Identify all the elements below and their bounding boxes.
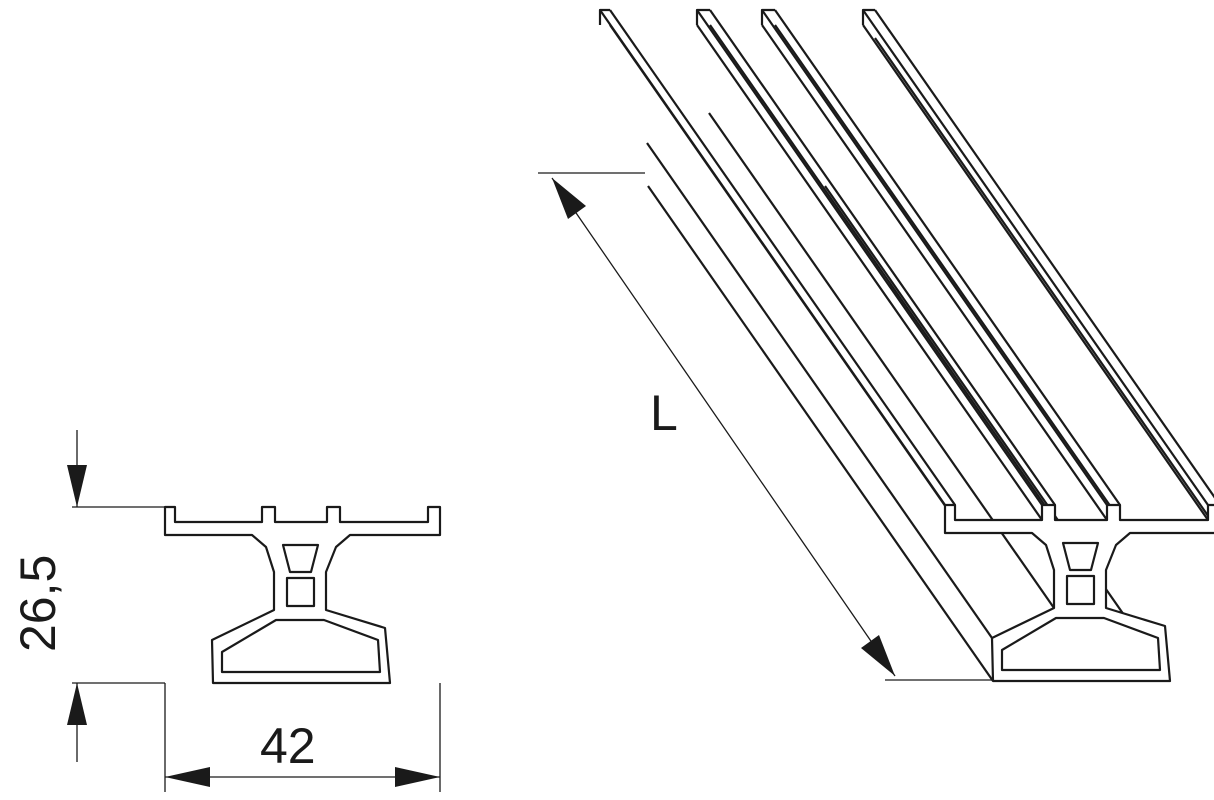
- extrusion-edge: [774, 24, 1121, 521]
- height-label: 26,5: [10, 555, 66, 652]
- back-rib-cap: [695, 8, 710, 25]
- back-rib-cap: [861, 8, 875, 25]
- height-dimension: 26,5: [10, 430, 165, 762]
- extrusion-edge: [609, 24, 956, 521]
- extrusion-edge: [647, 185, 994, 682]
- extrusion-edge: [609, 9, 956, 506]
- extrusion-edge: [761, 9, 1108, 506]
- width-dimension: 42: [164, 683, 441, 792]
- back-rib-cap: [598, 8, 610, 25]
- extrusion-edge: [709, 9, 1056, 506]
- extrusion-edge: [874, 37, 1214, 527]
- extrusion-edge: [709, 24, 1056, 521]
- front-profile: [943, 503, 1214, 683]
- extrusion-edge: [696, 24, 1043, 521]
- extrusion-edge: [696, 9, 1043, 506]
- extrusion-edge: [862, 24, 1209, 521]
- isometric-view: [598, 8, 1214, 683]
- extrusion-edge: [761, 24, 1108, 521]
- back-rib-cap: [760, 8, 775, 25]
- extrusion-edge: [874, 9, 1214, 499]
- extrusion-edge: [774, 9, 1121, 506]
- length-label: L: [650, 385, 678, 441]
- extrusion-edge: [862, 9, 1209, 506]
- cross-section-view: [163, 505, 442, 685]
- length-dimension: L: [538, 172, 992, 681]
- width-label: 42: [260, 718, 316, 774]
- extrusion-edge: [824, 185, 1171, 682]
- extrusion-edge: [646, 142, 993, 639]
